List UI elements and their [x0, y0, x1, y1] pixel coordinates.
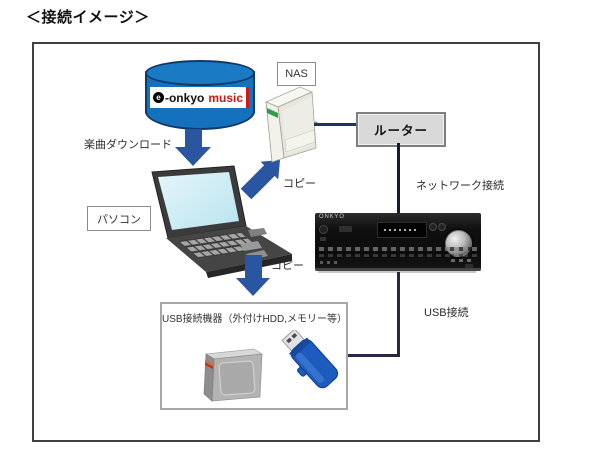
eonkyo-e-icon: e: [152, 92, 164, 103]
copy-to-usb-label: コピー: [271, 260, 304, 272]
router-box: ルーター: [356, 112, 446, 147]
pc-label: パソコン: [97, 213, 141, 226]
receiver-display: [377, 222, 427, 238]
router-label: ルーター: [373, 124, 428, 138]
receiver-input-knob-icon: [319, 225, 328, 234]
router-receiver-line: [397, 143, 400, 213]
arrow-copy-usb-head-icon: [236, 278, 270, 296]
nas-label: NAS: [285, 68, 308, 80]
nas-illustration: [264, 86, 318, 163]
receiver-bottom-left-controls: [320, 261, 340, 264]
download-label: 楽曲ダウンロード: [84, 139, 172, 151]
pc-label-box: パソコン: [87, 206, 151, 231]
eonkyo-cylinder-top: [145, 60, 255, 86]
eonkyo-logo-product: music: [208, 90, 244, 105]
receiver-left-button: [320, 237, 326, 241]
receiver-bottom-right-button: [465, 264, 473, 268]
receiver-button-row2: [319, 254, 477, 257]
receiver-display-text: [384, 229, 418, 231]
arrow-download-icon: [185, 129, 202, 148]
copy-to-nas-label: コピー: [283, 178, 316, 190]
arrow-copy-usb-icon: [245, 255, 262, 279]
receiver-volume-knob-icon: [445, 230, 472, 257]
eonkyo-logo-name: -onkyo: [164, 90, 205, 105]
network-connection-label: ネットワーク接続: [416, 180, 504, 192]
receiver-dts-badge: [339, 226, 352, 232]
arrow-copy-nas-icon: [240, 160, 280, 200]
usb-stick-illustration: [281, 330, 339, 389]
arrow-download-head-icon: [175, 147, 211, 166]
nas-label-box: NAS: [277, 62, 316, 86]
av-receiver-illustration: ONKYO: [315, 213, 481, 271]
hdd-illustration: [203, 348, 264, 402]
page-title: ＜接続イメージ＞: [26, 9, 150, 26]
receiver-usb-line-vertical: [397, 272, 400, 357]
receiver-bottom-edge: [315, 268, 481, 271]
receiver-small-knob-icon: [429, 223, 437, 231]
usb-connection-label: USB接続: [424, 307, 469, 319]
receiver-brand: ONKYO: [319, 214, 345, 220]
nas-router-line: [314, 123, 358, 126]
usb-devices-label: USB接続機器（外付けHDD,メモリー等）: [162, 314, 348, 325]
receiver-button-row: [319, 247, 477, 251]
receiver-bottom-right-controls: [451, 259, 475, 262]
receiver-usb-line-horizontal: [346, 354, 400, 357]
receiver-small-knob2-icon: [438, 223, 446, 231]
